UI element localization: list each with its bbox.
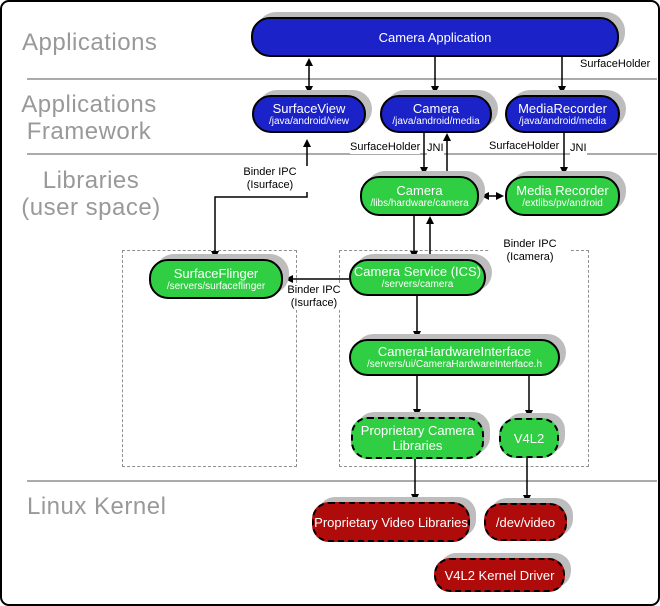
edge-label-surfaceholder-camera: SurfaceHolder [350,141,421,154]
layer-label-kernel: Linux Kernel [27,493,167,520]
node-subtitle: /libs/hardware/camera [370,197,469,209]
binder-ipc-service-line1: Binder IPC [287,284,341,296]
binder-ipc-service-line2: (Isurface) [290,297,338,309]
node-title: Media Recorder [516,182,609,198]
binder-ipc-surfaceview-line2: (Isurface) [246,179,294,191]
node-subtitle: /servers/camera [381,279,454,290]
edge-label-binder-ipc-icamera: Binder IPC(Icamera) [490,238,570,264]
layer-divider-applications [27,78,657,80]
layer-label-framework-line2: Framework [26,118,152,145]
node-proprietary-video-libraries: Proprietary Video Libraries [312,502,470,542]
layer-divider-kernel [27,480,657,482]
node-title: MediaRecorder [518,100,607,116]
node-subtitle: /java/android/media [518,115,607,127]
node-title: Camera [396,182,443,198]
node-camera-libs: Camera /libs/hardware/camera [360,176,479,216]
node-title: /dev/video [495,514,556,530]
node-camera-java: Camera /java/android/media [380,95,492,133]
node-camera-application: Camera Application [251,17,619,57]
layer-label-framework-line1: Applications [21,91,157,118]
edge-label-surfaceholder-top: SurfaceHolder [580,58,651,71]
edge-label-binder-ipc-service: Binder IPC(Isurface) [283,284,345,310]
node-subtitle: /java/android/media [392,115,480,127]
camera-service-group-box [339,250,589,467]
node-surfaceflinger: SurfaceFlinger /servers/surfaceflinger [149,259,283,299]
node-proprietary-camera-libraries: Proprietary Camera Libraries [351,417,484,459]
node-title: V4L2 Kernel Driver [444,567,555,583]
node-camera-hardware-interface: CameraHardwareInterface /servers/ui/Came… [349,339,560,376]
node-v4l2-kernel-driver: V4L2 Kernel Driver [434,558,565,592]
node-subtitle: /java/android/view [268,115,350,127]
layer-divider-framework [27,153,657,155]
binder-ipc-icamera-line2: (Icamera) [506,251,554,263]
edge-label-binder-ipc-surfaceview: Binder IPC(Isurface) [230,166,310,192]
node-title: SurfaceFlinger [173,265,259,281]
binder-ipc-icamera-line1: Binder IPC [503,238,557,250]
layer-label-libraries-line2: (user space) [21,194,161,221]
node-title: V4L2 [513,430,545,446]
node-title: CameraHardwareInterface [377,344,532,359]
layer-label-libraries: Libraries(user space) [10,167,172,221]
layer-label-applications: Applications [22,29,158,56]
node-subtitle: /extlibs/pv/android [522,197,603,209]
node-title: Camera Application [378,29,492,45]
node-title: Proprietary Video Libraries [314,514,468,530]
edge-label-surfaceholder-recorder: SurfaceHolder [489,140,560,153]
node-media-recorder-lib: Media Recorder /extlibs/pv/android [505,176,620,216]
node-title: SurfaceView [272,100,346,116]
edge-label-jni-recorder: JNI [570,142,587,155]
surfaceflinger-group-box [122,250,297,467]
node-dev-video: /dev/video [484,503,567,541]
node-subtitle: /servers/surfaceflinger [166,280,266,292]
node-title: Proprietary Camera Libraries [360,423,475,453]
node-title: Camera [412,100,460,116]
binder-ipc-surfaceview-line1: Binder IPC [243,166,297,178]
node-camera-service: Camera Service (ICS) /servers/camera [349,259,486,296]
node-title: Camera Service (ICS) [353,264,482,279]
edge-label-jni-camera: JNI [427,142,444,155]
node-v4l2: V4L2 [499,418,559,458]
layer-label-libraries-line1: Libraries [42,167,140,194]
node-surfaceview: SurfaceView /java/android/view [252,95,366,133]
node-subtitle: /servers/ui/CameraHardwareInterface.h [366,359,543,370]
node-mediarecorder-java: MediaRecorder /java/android/media [505,95,620,133]
